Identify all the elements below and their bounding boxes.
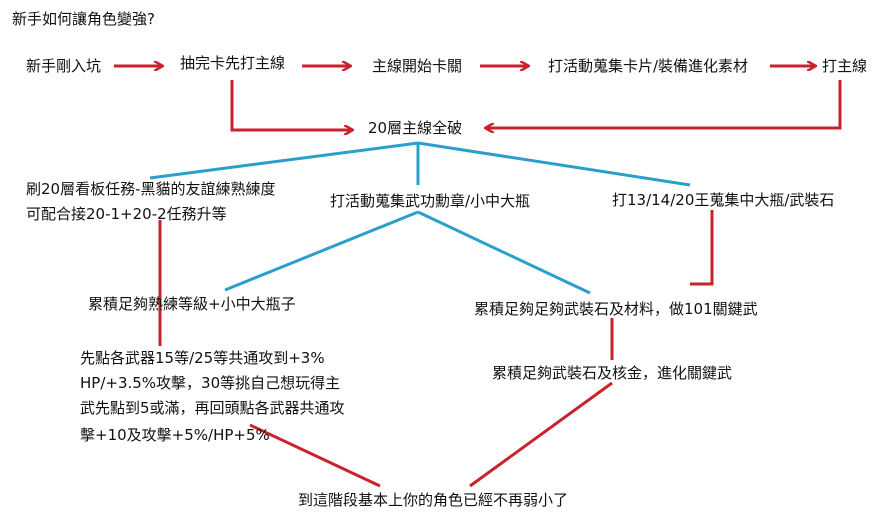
node-weapons-line4: 擊+10及攻擊+5%/HP+5%: [80, 426, 270, 444]
arrow-gacha-to-clear20: [230, 80, 352, 130]
node-start: 新手剛入坑: [26, 57, 102, 75]
arrow-main-to-clear20: [486, 80, 842, 128]
node-event: 打活動蒐集卡片/裝備進化素材: [548, 57, 749, 75]
branch-clear20-board: [149, 141, 419, 180]
node-stones: 累積足夠足夠武裝石及材料，做101關鍵武: [474, 300, 758, 318]
node-proficiency: 累積足夠熟練等級+小中大瓶子: [88, 295, 296, 313]
node-final: 到這階段基本上你的角色已經不再弱小了: [298, 491, 569, 509]
line-king-to-stones: [690, 210, 714, 286]
node-weapons-line1: 先點各武器15等/25等共通攻到+3%: [80, 349, 325, 367]
node-board-line2: 可配合接20-1+20-2任務升等: [26, 205, 227, 223]
node-weapons-line2: HP/+3.5%攻擊，30等挑自己想玩得主: [80, 374, 341, 392]
node-stage: 主線開始卡關: [372, 57, 463, 75]
branch-clear20-king: [417, 141, 691, 187]
branch-medal-stones: [417, 210, 591, 295]
line-evolve-to-final: [469, 381, 613, 488]
node-weapons-line3: 武先點到5或滿，再回頭點各武器共通攻: [80, 399, 345, 417]
node-gacha: 抽完卡先打主線: [180, 54, 286, 72]
node-king: 打13/14/20王蒐集中大瓶/武裝石: [612, 191, 835, 209]
branch-medal-proficiency: [224, 210, 419, 292]
node-clear20: 20層主線全破: [368, 119, 463, 137]
line-weapons-to-final: [249, 423, 381, 488]
node-board-line1: 刷20層看板任務-黑貓的友誼練熟練度: [26, 180, 276, 198]
diagram-title: 新手如何讓角色變強?: [12, 10, 155, 28]
node-main: 打主線: [822, 57, 868, 75]
node-medal: 打活動蒐集武功勳章/小中大瓶: [330, 192, 531, 210]
node-evolve: 累積足夠武裝石及核金，進化關鍵武: [492, 364, 733, 382]
